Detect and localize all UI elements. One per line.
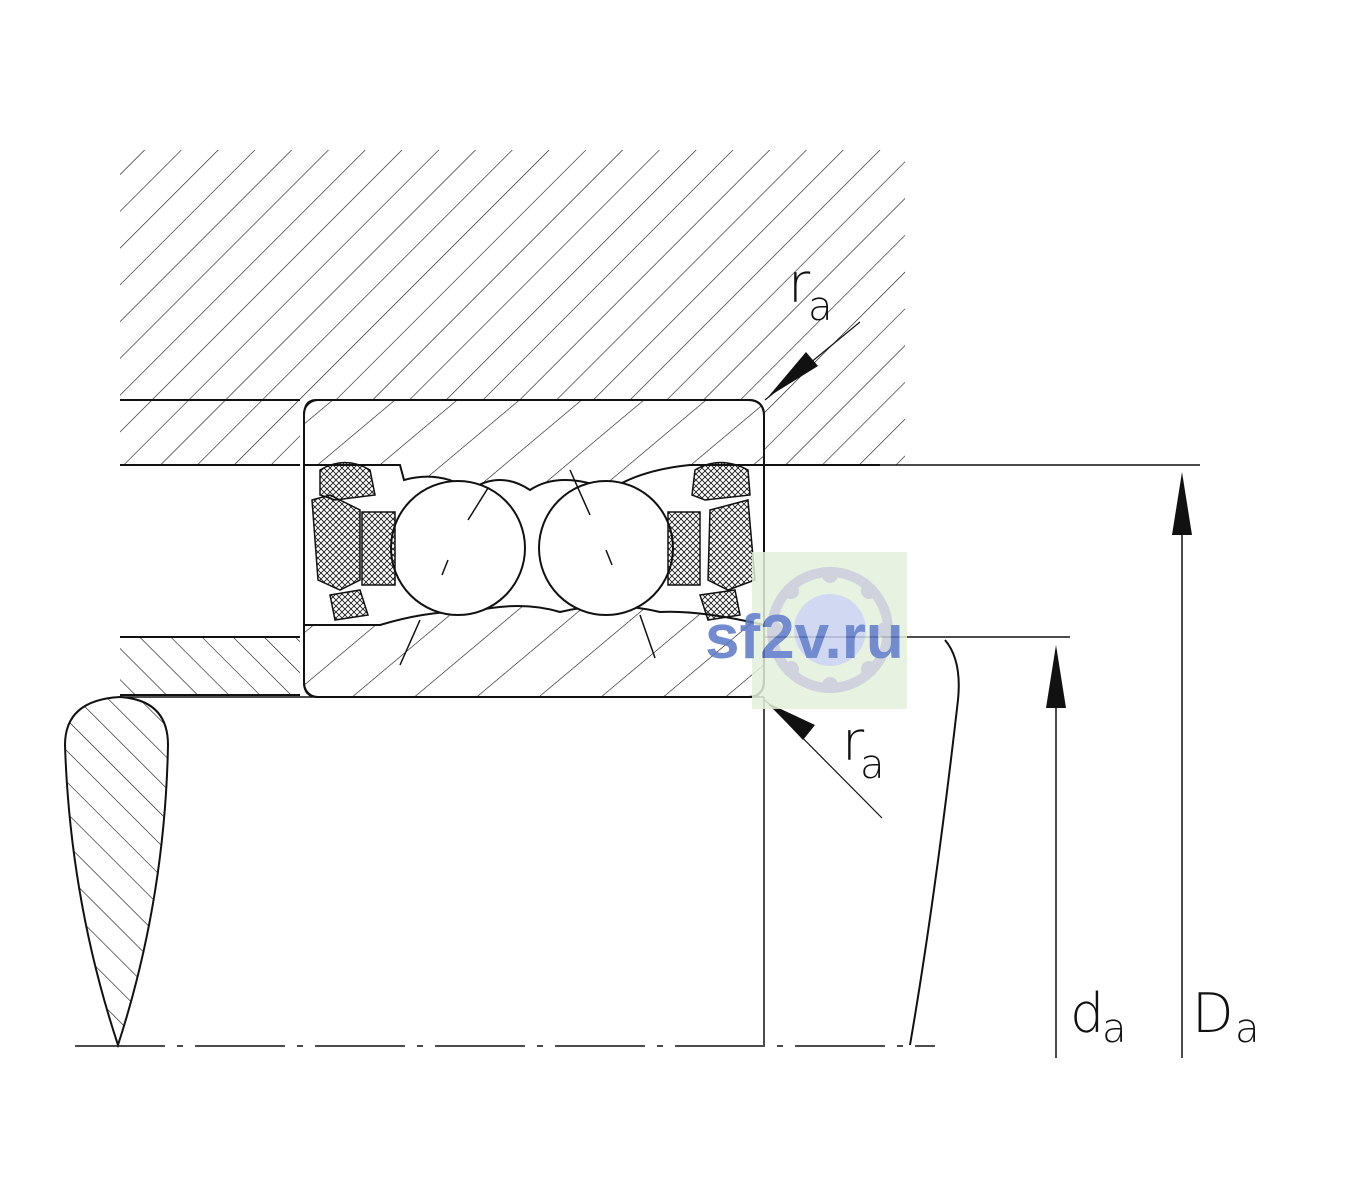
- bearing-inner-ring: [303, 605, 765, 698]
- seal-left: [311, 461, 396, 621]
- label-Da-big: D a: [1192, 982, 1260, 1052]
- watermark: sf2v.ru: [705, 552, 907, 709]
- label-ra-bottom: r a: [842, 710, 885, 788]
- balls: [390, 469, 674, 666]
- svg-text:a: a: [1102, 1006, 1127, 1052]
- ball-left: [390, 480, 526, 616]
- seal-right: [667, 461, 756, 621]
- svg-text:r: r: [842, 710, 865, 773]
- dimension-Da: [1172, 472, 1192, 1058]
- watermark-text: sf2v.ru: [705, 603, 904, 672]
- svg-text:a: a: [860, 742, 885, 788]
- shaft-section: [63, 695, 170, 1049]
- svg-text:D: D: [1192, 982, 1234, 1045]
- svg-text:a: a: [808, 284, 833, 330]
- fillet-arrow-housing: [764, 321, 861, 401]
- housing-edge: [909, 639, 960, 1046]
- svg-text:a: a: [1235, 1006, 1260, 1052]
- ball-right: [538, 480, 674, 616]
- label-da: d a: [1070, 982, 1127, 1052]
- dimension-da: [1046, 645, 1066, 1058]
- svg-text:d: d: [1070, 982, 1104, 1045]
- shaft-shoulder: [120, 636, 300, 696]
- svg-text:r: r: [788, 252, 811, 315]
- label-ra-top: r a: [788, 252, 833, 330]
- fillet-arrow-shaft: [764, 699, 883, 819]
